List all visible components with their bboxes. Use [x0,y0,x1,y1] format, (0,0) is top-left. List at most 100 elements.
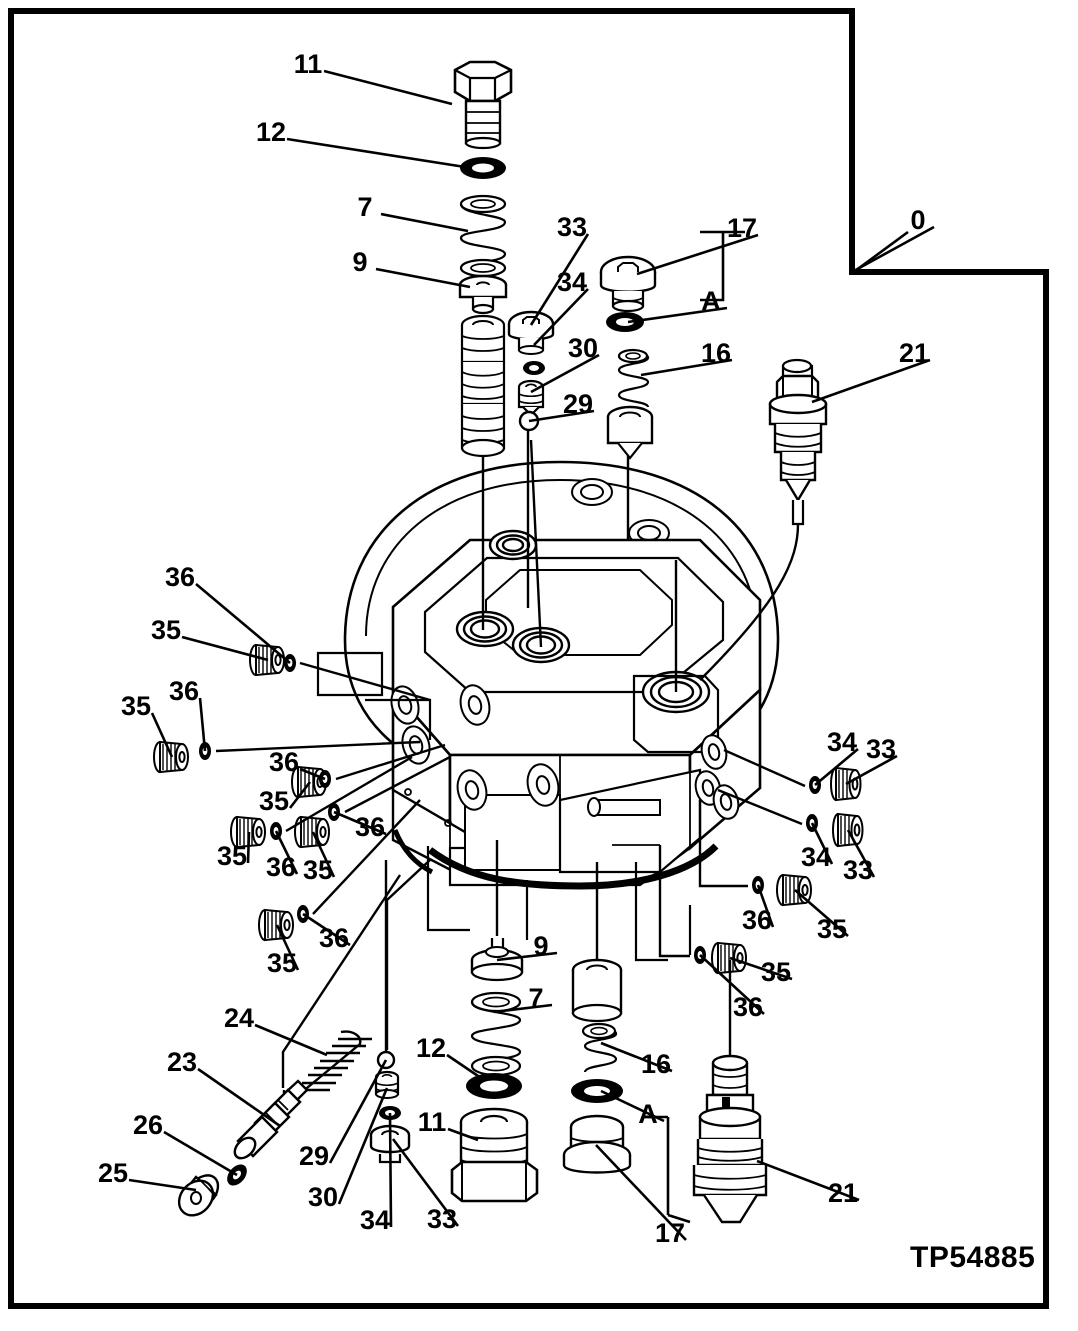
leader-line-36 [299,767,326,781]
part-number-label-26: 26 [133,1110,163,1140]
leader-line-9 [496,951,558,962]
part-number-label-35: 35 [217,841,247,871]
valve-seat-top-col3 [606,405,654,460]
leader-line-36 [195,583,291,664]
part-33-plug-r1 [830,767,862,801]
bracket-17-top [700,230,745,302]
part-number-label-0: 0 [910,205,925,235]
assembly-axis-lines [481,430,678,692]
part-number-label-34: 34 [801,842,831,872]
detail-frame-left [316,651,432,740]
part-number-label-24: 24 [224,1003,254,1033]
leader-line-23 [197,1067,281,1128]
part-number-label-34: 34 [827,727,857,757]
part-number-label-12: 12 [416,1033,446,1063]
part-21-top-relief-valve [699,358,828,681]
part-number-label-9: 9 [352,247,367,277]
part-34-top-oring [523,361,545,375]
part-11-bot-hex-plug [450,1107,539,1203]
part-number-label-16: 16 [701,338,731,368]
bracket-17-bottom [648,1115,691,1224]
part-number-label-34: 34 [360,1205,390,1235]
leader-line-34 [388,1112,393,1228]
leader-line-35 [729,956,793,981]
part-7-top-spring [459,194,507,278]
leader-line-7 [493,1003,553,1014]
part-number-label-A: A [638,1099,658,1129]
part-number-label-35: 35 [151,615,181,645]
part-number-label-35: 35 [817,914,847,944]
leader-line-36 [274,830,299,875]
left-leader-lines [215,661,451,915]
leader-line-36 [756,884,775,928]
part-number-label-11: 11 [418,1107,447,1137]
leader-line-36 [333,810,387,836]
leader-line-17 [595,1144,687,1241]
part-33-plug-r2 [832,813,864,847]
leader-line-21 [756,1159,860,1202]
leader-line-25 [128,1178,197,1192]
leader-line-0 [851,225,935,274]
part-number-label-33: 33 [427,1204,457,1234]
leader-line-33 [529,233,590,326]
part-number-label-25: 25 [98,1158,128,1188]
leader-line-35 [288,781,312,809]
part-number-label-36: 36 [733,992,763,1022]
leader-line-16 [600,1041,673,1073]
part-number-label-21: 21 [899,338,929,368]
part-number-label-17: 17 [655,1218,685,1248]
callout-labels: 11 12 7 9 33 34 30 29 17 A 16 21 0 36 35 35 36 36 35 35 36 36… [98,49,929,1248]
part-number-label-12: 12 [256,117,286,147]
leader-line-33 [846,829,876,878]
part-number-label-7: 7 [528,983,543,1013]
part-9-top-poppet [458,274,508,315]
part-number-label-33: 33 [866,734,896,764]
part-number-label-36: 36 [169,676,199,706]
part-25-plug [177,1174,220,1217]
part-7-bot-spring [470,991,522,1077]
leader-line-36 [198,697,207,752]
bottom-axis-lines [281,840,599,1088]
leader-line-34 [533,288,589,346]
valve-housing-body [343,460,780,890]
part-11-top-hex-plug [453,60,513,150]
leader-line-35 [150,712,174,758]
part-number-label-30: 30 [568,333,598,363]
part-number-label-35: 35 [761,957,791,987]
leader-line-12 [286,137,466,169]
part-number-label-36: 36 [165,562,195,592]
leader-line-24 [254,1023,328,1057]
leader-line-7 [380,212,469,233]
part-number-label-36: 36 [355,812,385,842]
part-number-label-7: 7 [357,192,372,222]
leader-line-35 [311,831,336,878]
part-12-top-oring [460,157,506,179]
part-number-label-23: 23 [167,1047,197,1077]
detail-frame-bottom [426,846,692,962]
leader-line-30 [337,1087,389,1205]
leader-line-36 [302,912,351,947]
part-number-label-36: 36 [269,747,299,777]
leader-line-34 [810,822,834,865]
part-number-label-A: A [701,286,721,316]
part-number-label-34: 34 [557,267,587,297]
leader-line-35 [246,831,251,864]
part-16-bot-spring [581,1022,618,1073]
leader-line-35 [181,635,269,662]
leader-line-16 [640,358,733,377]
leader-line-17 [636,233,759,276]
leader-line-9 [375,267,471,289]
part-number-label-33: 33 [843,855,873,885]
leader-line-34 [814,748,859,786]
internal-valve-stack-top [460,314,506,458]
part-23-valve-spool [233,1079,309,1160]
leader-line-11 [447,1127,479,1142]
part-21-bot-relief-valve [692,960,768,1224]
leader-line-33 [391,1138,460,1227]
diagram-border [8,8,1049,1309]
part-number-label-36: 36 [319,923,349,953]
part-number-label-29: 29 [299,1141,329,1171]
part-number-label-35: 35 [267,948,297,978]
leader-line-A [627,306,728,324]
